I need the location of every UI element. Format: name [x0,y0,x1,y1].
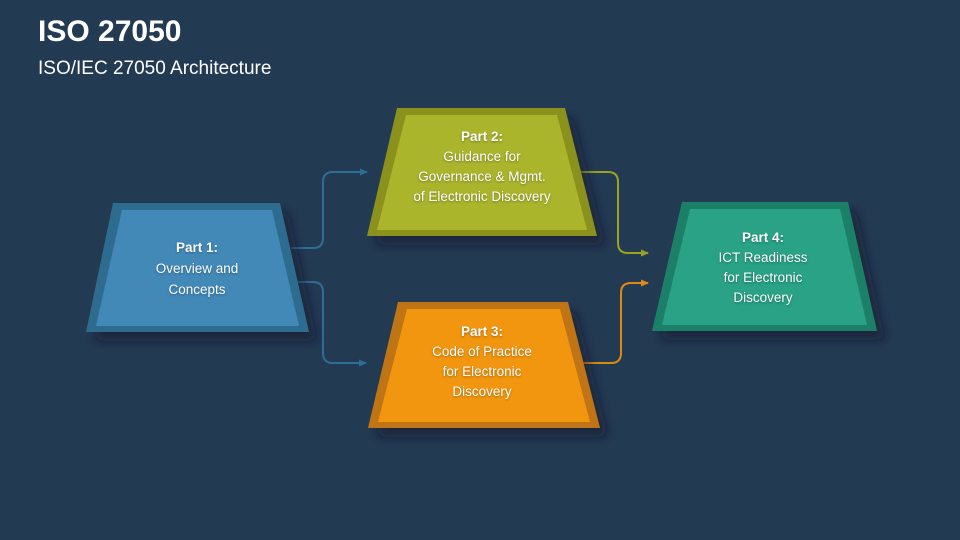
node-part2-shape [367,108,597,236]
node-part4-line: Discovery [733,290,793,305]
node-part3-shape [368,302,600,428]
connector-part2-to-part4 [578,171,649,257]
node-part4-line: for Electronic [723,270,803,285]
node-part4-heading: Part 4: [741,230,785,245]
node-part3-line: for Electronic [442,364,522,379]
node-part3-fill [378,309,590,422]
node-part3-line: Discovery [452,384,512,399]
node-part3-heading: Part 3: [460,324,504,339]
node-part3-line: Code of Practice [432,344,532,359]
node-part2-line: of Electronic Discovery [413,189,551,204]
node-part1-line: Overview and [155,261,239,276]
node-part2-line: Governance & Mgmt. [418,169,546,184]
node-part4-label: Part 4: ICT Readiness for Electronic Dis… [675,228,851,308]
page-subtitle: ISO/IEC 27050 Architecture [38,58,272,79]
node-part1-line: Concepts [168,282,226,297]
node-part2-line: Guidance for [443,149,521,164]
node-part1-shape [86,203,309,332]
node-part3-label: Part 3: Code of Practice for Electronic … [394,322,570,402]
page-title: ISO 27050 [38,15,182,48]
node-part4-fill [662,209,867,325]
node-part2-heading: Part 2: [460,129,504,144]
node-part4-shape [652,202,877,331]
node-part2-label: Part 2: Guidance for Governance & Mgmt. … [392,127,572,207]
connector-part3-to-part4 [578,279,649,364]
node-part1-heading: Part 1: [175,240,219,255]
connector-part1-to-part3 [298,281,367,367]
node-part2-fill [377,115,587,230]
node-part1-label: Part 1: Overview and Concepts [117,237,277,300]
connector-part1-to-part2 [291,168,368,249]
node-part4-line: ICT Readiness [718,250,808,265]
node-part1-fill [96,210,299,326]
